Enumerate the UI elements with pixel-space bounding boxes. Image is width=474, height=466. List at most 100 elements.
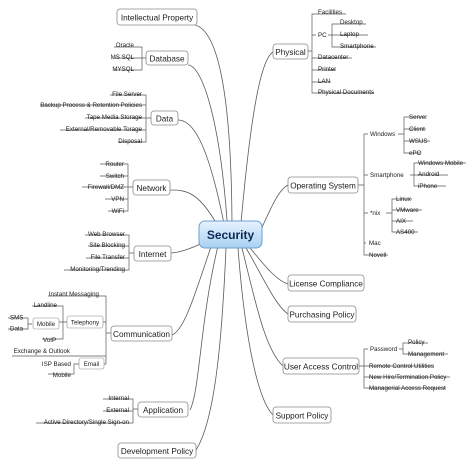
net-item-router: Router bbox=[105, 161, 124, 168]
svg-text:Database: Database bbox=[149, 55, 184, 64]
db-item-mssql: MS SQL bbox=[111, 54, 135, 61]
phys-item-datacenter: Datacenter bbox=[318, 54, 348, 61]
branch-communication[interactable]: Communication bbox=[110, 325, 173, 342]
uac-item-managerial: Managerial Access Request bbox=[369, 385, 446, 392]
os-item-nix: *nix bbox=[370, 210, 381, 217]
svg-text:Operating System: Operating System bbox=[290, 182, 356, 191]
net-item-wifi: WiFi bbox=[112, 208, 124, 215]
branch-data[interactable]: Data bbox=[150, 110, 179, 126]
comm-telephony[interactable]: Telephony bbox=[66, 315, 104, 329]
app-item-ad-sso: Active Directory/Single Sign-on bbox=[44, 419, 130, 426]
physical-items: Facilities PC Desktop Laptop Smartphone … bbox=[318, 9, 374, 96]
svg-text:Development Policy: Development Policy bbox=[121, 447, 194, 456]
phys-item-lan: LAN bbox=[318, 78, 330, 85]
svg-text:Network: Network bbox=[136, 184, 167, 193]
uac-items: Password Policy Management Remote Contro… bbox=[369, 339, 447, 392]
branch-internet[interactable]: Internet bbox=[133, 245, 172, 262]
svg-text:Telephony: Telephony bbox=[71, 319, 100, 326]
uac-item-new-hire: New Hire/Termination Policy bbox=[369, 374, 447, 381]
central-topic[interactable]: Security bbox=[198, 220, 263, 249]
svg-text:Physical: Physical bbox=[275, 48, 306, 57]
data-item-file-server: File Server bbox=[112, 91, 142, 98]
database-connectors bbox=[114, 46, 146, 71]
comm-item-sms: SMS bbox=[10, 315, 23, 322]
os-items: Windows Server Client WSUS ePO Smartphon… bbox=[369, 114, 464, 259]
svg-text:Mobile: Mobile bbox=[37, 321, 56, 328]
os-item-novell: Novell bbox=[369, 252, 386, 259]
branch-application[interactable]: Application bbox=[137, 401, 189, 418]
db-item-mysql: MYSQL bbox=[112, 66, 134, 73]
comm-item-im: Instant Messaging bbox=[49, 291, 100, 298]
svg-text:Email: Email bbox=[84, 361, 99, 368]
os-item-android: Android bbox=[418, 171, 440, 178]
os-item-vmware: VMware bbox=[396, 207, 419, 214]
comm-mobile[interactable]: Mobile bbox=[32, 317, 60, 330]
branch-user-access-control[interactable]: User Access Control bbox=[282, 357, 360, 375]
comm-email[interactable]: Email bbox=[78, 357, 105, 370]
phys-item-smartphone: Smartphone bbox=[340, 43, 374, 50]
central-topic-label: Security bbox=[207, 228, 255, 242]
phys-item-printer: Printer bbox=[318, 66, 336, 73]
comm-item-email-mobile: Mobile bbox=[53, 372, 72, 379]
app-item-external: External bbox=[106, 407, 129, 414]
os-item-aix: AIX bbox=[396, 218, 406, 225]
svg-text:User Access Control: User Access Control bbox=[284, 363, 358, 372]
network-connectors bbox=[82, 163, 133, 212]
phys-item-facilities: Facilities bbox=[318, 9, 342, 16]
network-items: Router Switch Firewall/DMZ VPN WiFi bbox=[88, 161, 125, 215]
physical-connectors bbox=[308, 13, 376, 94]
comm-item-voip: VoIP bbox=[43, 337, 56, 344]
phys-item-desktop: Desktop bbox=[340, 19, 363, 26]
comm-item-landline: Landline bbox=[34, 302, 58, 309]
os-item-smartphone: Smartphone bbox=[370, 172, 404, 179]
internet-connectors bbox=[64, 234, 134, 271]
os-item-windows: Windows bbox=[370, 131, 395, 138]
svg-text:Data: Data bbox=[156, 115, 174, 124]
branch-development-policy[interactable]: Development Policy bbox=[117, 442, 197, 459]
branch-purchasing-policy[interactable]: Purchasing Policy bbox=[287, 305, 357, 323]
svg-text:Support Policy: Support Policy bbox=[276, 412, 330, 421]
net-item-vpn: VPN bbox=[111, 196, 124, 203]
comm-item-data: Data bbox=[10, 326, 24, 333]
database-items: Oracle MS SQL MYSQL bbox=[111, 42, 135, 73]
db-item-oracle: Oracle bbox=[116, 42, 135, 49]
os-item-as400: AS400 bbox=[396, 229, 415, 236]
os-item-client: Client bbox=[409, 126, 425, 133]
data-connectors bbox=[40, 94, 151, 143]
branch-intellectual-property[interactable]: Intellectual Property bbox=[116, 8, 198, 26]
inet-item-monitoring: Monitoring/Trending bbox=[70, 266, 125, 273]
os-item-epo: ePO bbox=[409, 150, 422, 157]
branch-operating-system[interactable]: Operating System bbox=[287, 176, 359, 194]
uac-item-management: Management bbox=[408, 351, 444, 358]
phys-item-pc: PC bbox=[318, 32, 327, 39]
inet-item-web-browser: Web Browser bbox=[88, 231, 125, 238]
net-item-switch: Switch bbox=[106, 173, 125, 180]
internet-items: Web Browser Site Blocking File Transfer … bbox=[70, 231, 125, 273]
main-connectors bbox=[169, 24, 289, 451]
data-item-external: External/Removable Torage bbox=[66, 126, 143, 133]
comm-item-exchange: Exchange & Outlook bbox=[14, 348, 71, 355]
branch-support-policy[interactable]: Support Policy bbox=[272, 406, 332, 424]
data-item-tape: Tape Media Storage bbox=[87, 114, 143, 121]
svg-text:License Compliance: License Compliance bbox=[289, 280, 363, 289]
os-item-linux: Linux bbox=[396, 196, 412, 203]
phys-item-laptop: Laptop bbox=[340, 31, 359, 38]
comm-item-isp: ISP Based bbox=[42, 361, 72, 368]
data-item-backup: Backup Process & Retention Policies bbox=[40, 102, 142, 109]
application-items: Internal External Active Directory/Singl… bbox=[44, 395, 130, 426]
branch-database[interactable]: Database bbox=[145, 50, 189, 66]
branch-network[interactable]: Network bbox=[132, 179, 171, 196]
uac-item-remote: Remote Control Utilities bbox=[369, 363, 434, 370]
branch-physical[interactable]: Physical bbox=[272, 43, 309, 60]
svg-text:Intellectual Property: Intellectual Property bbox=[121, 14, 194, 23]
os-item-server: Server bbox=[409, 114, 427, 121]
uac-item-password: Password bbox=[370, 346, 398, 353]
communication-items: Instant Messaging Telephony Landline Mob… bbox=[10, 291, 105, 379]
svg-text:Purchasing Policy: Purchasing Policy bbox=[289, 311, 355, 320]
app-item-internal: Internal bbox=[108, 395, 129, 402]
os-item-mac: Mac bbox=[369, 240, 381, 247]
branch-license-compliance[interactable]: License Compliance bbox=[287, 274, 365, 292]
os-item-wsus: WSUS bbox=[409, 138, 428, 145]
os-item-iphone: iPhone bbox=[418, 183, 438, 190]
